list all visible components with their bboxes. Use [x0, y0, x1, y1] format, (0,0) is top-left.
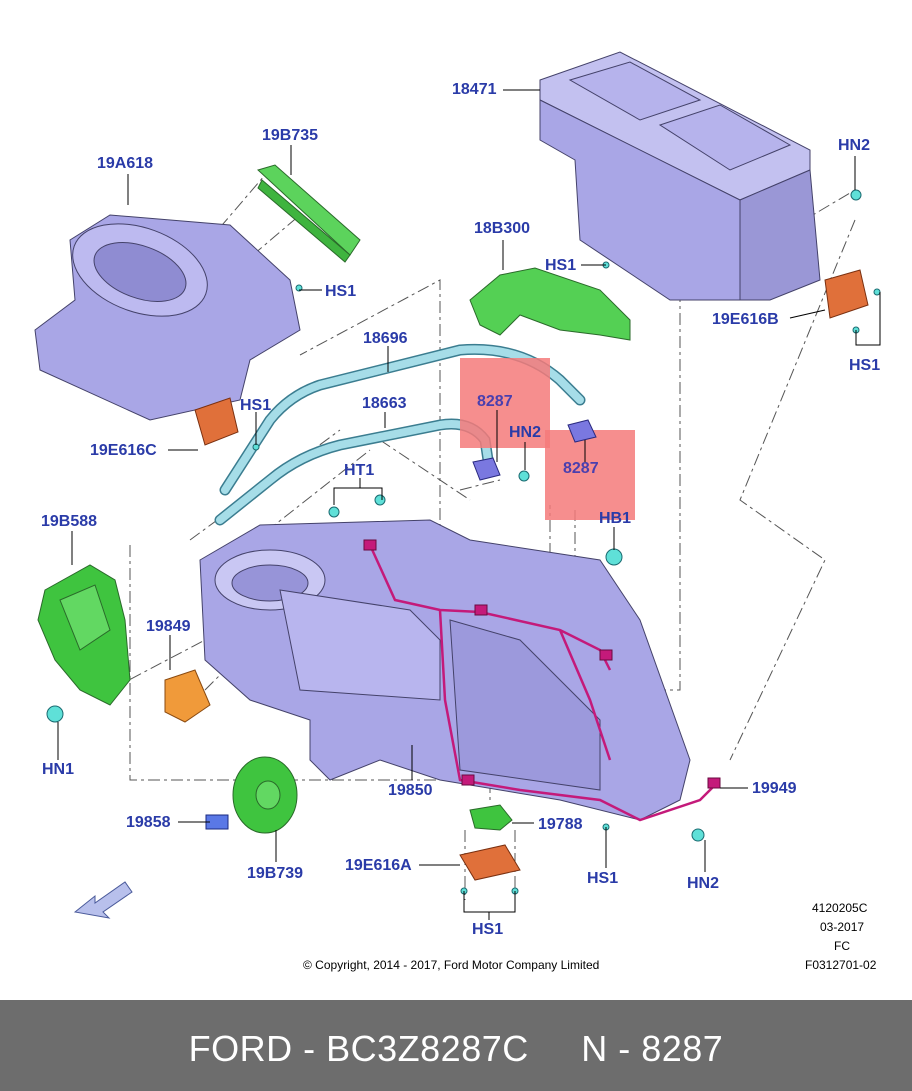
part-19b739	[232, 756, 298, 834]
direction-arrow-icon	[73, 881, 133, 919]
label-hn1: HN1	[42, 761, 75, 778]
actuators	[194, 269, 869, 881]
label-hb1: HB1	[599, 510, 632, 527]
highlight-8287-a	[460, 358, 550, 448]
label-hs1-e: HS1	[587, 870, 619, 887]
highlight-8287-b	[545, 430, 635, 520]
part-19a618	[34, 214, 301, 421]
part-18b300	[469, 267, 631, 341]
label-19858: 19858	[126, 814, 171, 831]
part-19850	[199, 519, 691, 821]
label-18471: 18471	[452, 81, 497, 98]
part-19b735	[257, 164, 361, 263]
label-18663: 18663	[362, 395, 407, 412]
label-19e616a: 19E616A	[345, 857, 412, 874]
label-hs1-d: HS1	[240, 397, 272, 414]
label-19b588: 19B588	[41, 513, 98, 530]
label-19788: 19788	[538, 816, 583, 833]
label-hn2-mid: HN2	[509, 424, 542, 441]
fasteners	[46, 189, 881, 895]
harness-connectors	[363, 539, 721, 789]
copyright-notice: © Copyright, 2014 - 2017, Ford Motor Com…	[303, 958, 600, 972]
part-19b588	[37, 564, 131, 706]
label-19b735: 19B735	[262, 127, 319, 144]
part-8287-clips	[472, 419, 597, 481]
part-19849	[164, 669, 211, 723]
label-hn2-bot: HN2	[687, 875, 720, 892]
drawing-fc: FC	[834, 939, 850, 953]
label-hs1-c: HS1	[849, 357, 881, 374]
label-hn2-top: HN2	[838, 137, 871, 154]
label-19b739: 19B739	[247, 865, 304, 882]
label-19a618: 19A618	[97, 155, 154, 172]
label-8287-a: 8287	[477, 393, 513, 410]
part-19788	[469, 804, 513, 831]
label-hs1-b: HS1	[325, 283, 357, 300]
label-18696: 18696	[363, 330, 408, 347]
label-hs1-f: HS1	[472, 921, 504, 938]
drawing-code: 4120205C	[812, 901, 868, 915]
footer-bar: FORD - BC3Z8287C N - 8287	[0, 1000, 912, 1091]
part-18471	[539, 51, 821, 301]
label-19850: 19850	[388, 782, 433, 799]
label-19e616b: 19E616B	[712, 311, 779, 328]
label-18b300: 18B300	[474, 220, 531, 237]
label-ht1: HT1	[344, 462, 375, 479]
footer-part-number: FORD - BC3Z8287C N - 8287	[188, 1028, 724, 1069]
label-19e616c: 19E616C	[90, 442, 157, 459]
label-19949: 19949	[752, 780, 797, 797]
drawing-date: 03-2017	[820, 920, 865, 934]
label-leaders	[57, 89, 881, 920]
parts-diagram	[34, 51, 881, 920]
label-19849: 19849	[146, 618, 191, 635]
label-8287-b: 8287	[563, 460, 599, 477]
label-hs1-a: HS1	[545, 257, 577, 274]
drawing-ref: F0312701-02	[805, 958, 877, 972]
